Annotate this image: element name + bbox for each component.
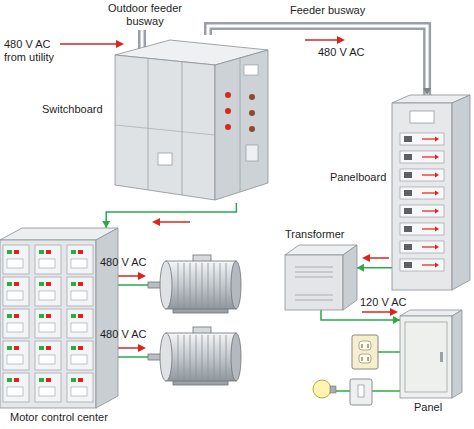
- wire-line: [106, 203, 236, 228]
- voltage-label: 480 V AC: [100, 256, 146, 269]
- arrowhead: [102, 221, 110, 228]
- outlet: [352, 335, 378, 369]
- flow-arrow: [118, 344, 146, 352]
- equipment-name: Switchboard: [42, 103, 103, 116]
- panel: Panel: [400, 310, 462, 398]
- flow-arrow: [152, 218, 190, 226]
- equipment-name: Panelboard: [330, 171, 386, 184]
- busway-label: Feeder busway: [290, 4, 365, 17]
- panelboard-drawing: [392, 95, 470, 290]
- flow-arrow: [118, 272, 146, 280]
- arrowhead: [423, 88, 431, 95]
- flow-arrow: [362, 308, 398, 316]
- feeder-wire: [321, 310, 400, 324]
- switchboard: Switchboard: [110, 35, 268, 203]
- feeder-wire: [357, 264, 392, 272]
- voltage-label: 480 V AC: [100, 328, 146, 341]
- transformer-drawing: [285, 245, 357, 310]
- flow-arrow: [60, 40, 124, 48]
- panelboard: Panelboard: [392, 95, 470, 290]
- flow-arrow: [362, 254, 389, 262]
- arrowhead: [357, 264, 364, 272]
- busway-label: Outdoor feeder busway: [104, 2, 186, 28]
- wire-line: [321, 310, 400, 320]
- motor: [148, 255, 241, 313]
- motor: [148, 327, 241, 385]
- motor-wire: [118, 285, 150, 357]
- equipment-name: Transformer: [285, 228, 345, 241]
- source-label: 480 V AC from utility: [4, 38, 62, 64]
- equipment-name: Motor control center: [10, 411, 108, 424]
- arrowhead: [393, 316, 400, 324]
- voltage-label: 480 V AC: [318, 46, 364, 59]
- outdoor-busway: [142, 30, 143, 50]
- motor-control-center-drawing: [0, 228, 118, 408]
- switchboard-drawing: [110, 35, 268, 203]
- panel-drawing: [400, 310, 462, 398]
- voltage-label: 120 V AC: [360, 296, 406, 309]
- equipment-name: Panel: [414, 401, 442, 414]
- light-switch: [350, 379, 372, 405]
- feeder-wire: [102, 203, 236, 228]
- light-bulb: [313, 380, 336, 398]
- motor-control-center: Motor control center: [0, 228, 118, 408]
- flow-arrow: [305, 36, 345, 44]
- transformer: Transformer: [285, 245, 357, 310]
